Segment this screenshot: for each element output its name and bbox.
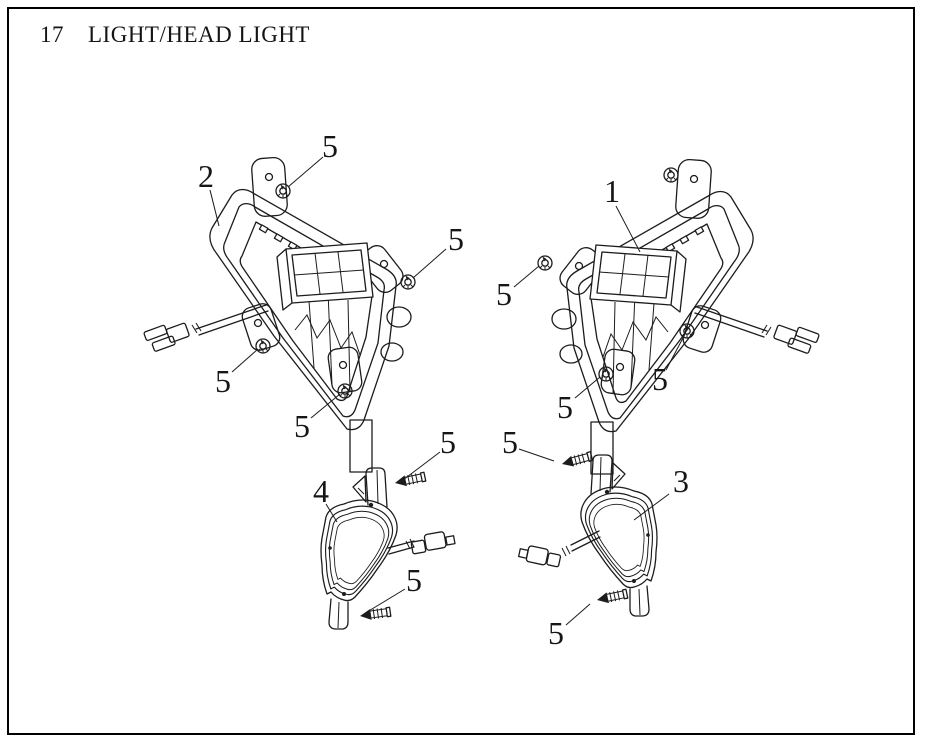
turn-signal-left-wire [387, 531, 456, 555]
callout-part-5: 5 [652, 361, 668, 397]
callout-part-5: 5 [440, 424, 456, 460]
headlight-right-drawing [551, 158, 821, 475]
page-border [7, 7, 915, 735]
section-title: LIGHT/HEAD LIGHT [88, 22, 310, 47]
callout-part-5: 5 [496, 276, 512, 312]
callout-part-5: 5 [502, 424, 518, 460]
headlight-left-drawing [143, 156, 412, 473]
callout-part-5: 5 [406, 562, 422, 598]
callout-part-5: 5 [215, 363, 231, 399]
callout-part-1: 1 [604, 173, 620, 209]
page-title: 17 LIGHT/HEAD LIGHT [40, 22, 310, 48]
callout-part-2: 2 [198, 158, 214, 194]
section-number: 17 [40, 22, 64, 47]
callout-part-5: 5 [557, 389, 573, 425]
leader-lines-layer [209, 156, 685, 626]
callout-part-5: 5 [548, 615, 564, 651]
turn-signal-left-drawing [320, 467, 398, 630]
callout-part-5: 5 [448, 221, 464, 257]
screws-layer [255, 167, 695, 623]
turn-signal-right-wire [517, 530, 601, 568]
callout-part-5: 5 [294, 408, 310, 444]
callout-part-5: 5 [322, 128, 338, 164]
callout-part-3: 3 [673, 463, 689, 499]
callout-part-4: 4 [313, 473, 329, 509]
